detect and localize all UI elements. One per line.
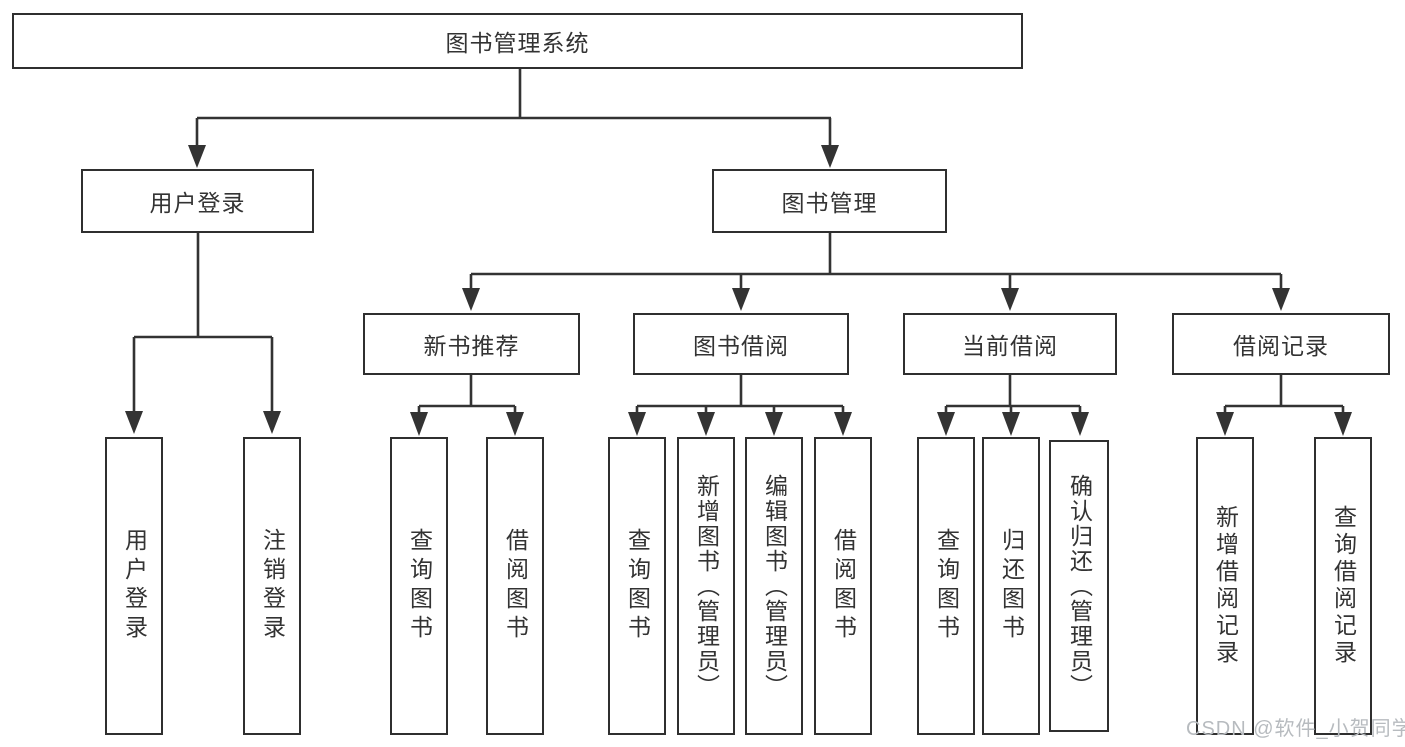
node-book-management-label: 图书管理 bbox=[781, 190, 878, 216]
connector-book-management-to-level3 bbox=[462, 233, 1290, 311]
node-book-management: 图书管理 bbox=[712, 169, 947, 233]
leaf-recommend-borrow-books-label: 借阅图书 bbox=[502, 528, 529, 644]
leaf-logout: 注销登录 bbox=[243, 437, 301, 735]
leaf-query-borrow-record-label: 查询借阅记录 bbox=[1330, 505, 1357, 667]
leaf-user-login: 用户登录 bbox=[105, 437, 163, 735]
leaf-current-query-books-label: 查询图书 bbox=[933, 528, 960, 644]
leaf-add-book-admin-label: 新增图书（管理员） bbox=[693, 473, 720, 699]
connector-current-borrow-to-leaves bbox=[937, 375, 1089, 436]
leaf-query-borrow-record: 查询借阅记录 bbox=[1314, 437, 1372, 735]
leaf-edit-book-admin: 编辑图书（管理员） bbox=[745, 437, 803, 735]
leaf-confirm-return-admin-label: 确认归还（管理员） bbox=[1066, 473, 1093, 699]
node-user-login-label: 用户登录 bbox=[149, 190, 246, 216]
leaf-confirm-return-admin: 确认归还（管理员） bbox=[1049, 440, 1109, 732]
node-user-login: 用户登录 bbox=[81, 169, 314, 233]
leaf-return-book-label: 归还图书 bbox=[998, 528, 1025, 644]
connector-book-borrow-to-leaves bbox=[628, 375, 852, 436]
leaf-borrow-borrow-books: 借阅图书 bbox=[814, 437, 872, 735]
leaf-recommend-query-books-label: 查询图书 bbox=[406, 528, 433, 644]
leaf-borrow-borrow-books-label: 借阅图书 bbox=[830, 528, 857, 644]
leaf-add-borrow-record: 新增借阅记录 bbox=[1196, 437, 1254, 735]
node-new-book-recommend: 新书推荐 bbox=[363, 313, 580, 375]
leaf-user-login-label: 用户登录 bbox=[121, 528, 148, 644]
leaf-add-book-admin: 新增图书（管理员） bbox=[677, 437, 735, 735]
leaf-logout-label: 注销登录 bbox=[259, 528, 286, 644]
leaf-recommend-query-books: 查询图书 bbox=[390, 437, 448, 735]
leaf-borrow-query-books-label: 查询图书 bbox=[624, 528, 651, 644]
leaf-return-book: 归还图书 bbox=[982, 437, 1040, 735]
node-borrow-records: 借阅记录 bbox=[1172, 313, 1390, 375]
csdn-watermark: CSDN @软件_小贺同学 bbox=[1186, 718, 1405, 740]
connector-user-login-to-leaves bbox=[125, 233, 281, 434]
leaf-borrow-query-books: 查询图书 bbox=[608, 437, 666, 735]
node-borrow-records-label: 借阅记录 bbox=[1233, 333, 1329, 359]
leaf-edit-book-admin-label: 编辑图书（管理员） bbox=[761, 473, 788, 699]
node-book-borrow-label: 图书借阅 bbox=[693, 333, 789, 359]
node-book-borrow: 图书借阅 bbox=[633, 313, 849, 375]
node-new-book-recommend-label: 新书推荐 bbox=[423, 333, 520, 359]
leaf-add-borrow-record-label: 新增借阅记录 bbox=[1212, 505, 1239, 667]
node-current-borrow: 当前借阅 bbox=[903, 313, 1117, 375]
node-current-borrow-label: 当前借阅 bbox=[962, 333, 1058, 359]
node-root-system: 图书管理系统 bbox=[12, 13, 1023, 69]
connector-new-book-recommend-to-leaves bbox=[410, 375, 524, 436]
connector-root-to-level2 bbox=[188, 69, 839, 168]
node-root-system-label: 图书管理系统 bbox=[445, 30, 590, 56]
leaf-recommend-borrow-books: 借阅图书 bbox=[486, 437, 544, 735]
leaf-current-query-books: 查询图书 bbox=[917, 437, 975, 735]
connector-borrow-records-to-leaves bbox=[1216, 375, 1352, 436]
